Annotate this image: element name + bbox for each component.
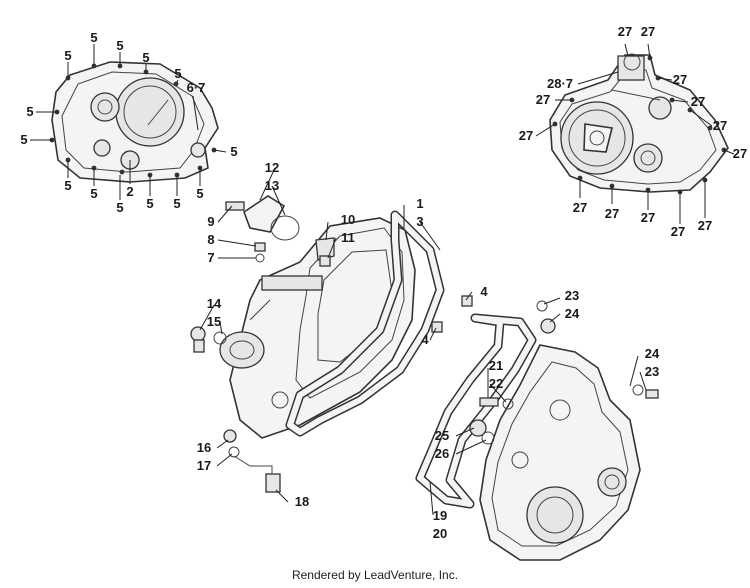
right-cover-leader-lines: [535, 43, 735, 224]
small-parts: [190, 195, 659, 493]
callout-5: 5: [116, 200, 123, 215]
callout-27: 27: [618, 24, 632, 39]
callout-23: 23: [565, 288, 579, 303]
callout-27: 27: [519, 128, 533, 143]
callout-9: 9: [207, 214, 214, 229]
callout-26: 26: [435, 446, 449, 461]
callout-28-7: 28·7: [547, 76, 573, 91]
callout-27: 27: [641, 24, 655, 39]
callout-15: 15: [207, 314, 221, 329]
callout-27: 27: [671, 224, 685, 239]
callout-2: 2: [126, 184, 133, 199]
callout-6-7: 6·7: [187, 80, 206, 95]
callout-27: 27: [691, 94, 705, 109]
callout-10: 10: [341, 212, 355, 227]
callout-27: 27: [641, 210, 655, 225]
callout-4: 4: [480, 284, 488, 299]
callout-5: 5: [64, 178, 71, 193]
callout-5: 5: [196, 186, 203, 201]
callout-16: 16: [197, 440, 211, 455]
callout-1: 1: [416, 196, 423, 211]
callout-27: 27: [733, 146, 747, 161]
footer-credit: Rendered by LeadVenture, Inc.: [291, 568, 459, 582]
callout-13: 13: [265, 178, 279, 193]
callout-8: 8: [207, 232, 214, 247]
right-crankcase-half: [479, 344, 641, 561]
callout-17: 17: [197, 458, 211, 473]
callout-20: 20: [433, 526, 447, 541]
callout-5: 5: [20, 132, 27, 147]
callout-22: 22: [489, 376, 503, 391]
callout-27: 27: [673, 72, 687, 87]
callout-21: 21: [489, 358, 503, 373]
callout-11: 11: [341, 230, 355, 245]
callout-3: 3: [416, 214, 423, 229]
callout-5: 5: [173, 196, 180, 211]
callout-5: 5: [64, 48, 71, 63]
callout-5: 5: [142, 50, 149, 65]
callout-27: 27: [536, 92, 550, 107]
callout-27: 27: [605, 206, 619, 221]
callout-25: 25: [435, 428, 449, 443]
callout-5: 5: [26, 104, 33, 119]
callout-5: 5: [146, 196, 153, 211]
callout-24: 24: [645, 346, 660, 361]
left-crankcase-half: [219, 217, 416, 439]
left-side-cover: [49, 61, 219, 183]
callout-5: 5: [90, 186, 97, 201]
center-leader-lines: [199, 167, 647, 516]
callout-5: 5: [230, 144, 237, 159]
callout-labels: 5 5 5 5 5 5 5 5 5 5 5 5 5 5 2 6·7 27 27 …: [20, 24, 747, 541]
callout-14: 14: [207, 296, 222, 311]
callout-27: 27: [698, 218, 712, 233]
callout-27: 27: [573, 200, 587, 215]
callout-19: 19: [433, 508, 447, 523]
left-cover-leader-lines: [30, 44, 227, 200]
callout-23: 23: [645, 364, 659, 379]
callout-5: 5: [90, 30, 97, 45]
callout-24: 24: [565, 306, 580, 321]
callout-4: 4: [421, 332, 429, 347]
right-side-cover: [549, 53, 729, 195]
front-gasket: [285, 210, 445, 437]
callout-18: 18: [295, 494, 309, 509]
callout-5: 5: [174, 66, 181, 81]
callout-12: 12: [265, 160, 279, 175]
callout-7: 7: [207, 250, 214, 265]
callout-5: 5: [116, 38, 123, 53]
rear-gasket: [415, 313, 537, 509]
callout-27: 27: [713, 118, 727, 133]
